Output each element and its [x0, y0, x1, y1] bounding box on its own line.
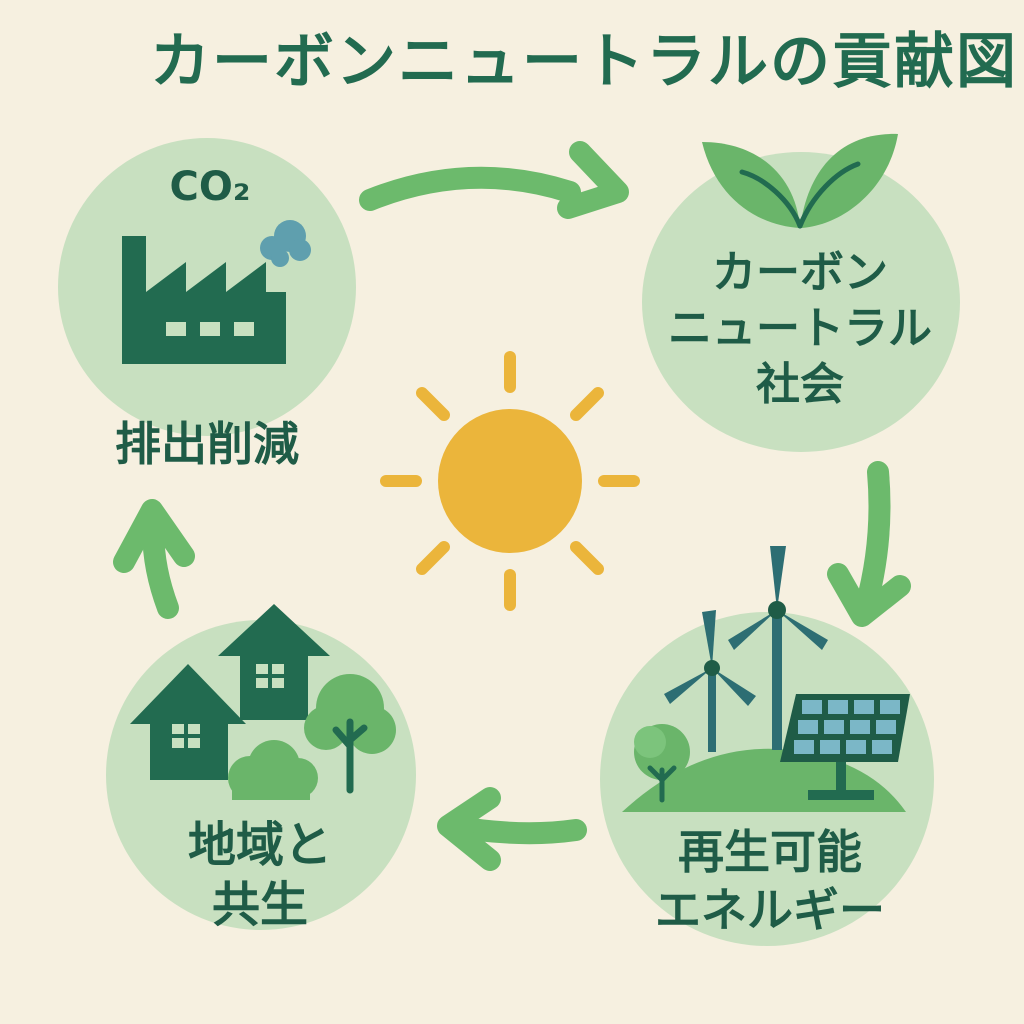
arrow-icon — [437, 787, 587, 871]
factory-icon — [122, 236, 286, 364]
society-label-line2: ニュートラル — [668, 303, 932, 354]
arrow-icon — [827, 461, 911, 627]
bush-icon — [228, 740, 318, 800]
wind-turbine-icon — [664, 610, 756, 752]
arrow-icon — [113, 499, 195, 619]
community-label-line1: 地域と — [187, 817, 332, 873]
solar-panel-icon — [780, 694, 910, 800]
emission-reduction-label: 排出削減 — [115, 417, 299, 471]
tree-icon — [634, 724, 690, 803]
wind-turbine-icon — [728, 546, 828, 750]
house-icon — [218, 604, 330, 720]
house-icon — [130, 664, 246, 780]
leaf-icon — [702, 133, 898, 229]
co2-label: CO₂ — [169, 164, 251, 210]
society-label-line3: 社会 — [756, 359, 844, 410]
smoke-icon — [260, 220, 311, 267]
renewable-label-line2: エネルギー — [655, 883, 885, 937]
tree-icon — [304, 674, 396, 794]
arrow-icon — [359, 141, 629, 219]
diagram-title: カーボンニュートラルの貢献図 — [150, 27, 1018, 97]
society-label-line1: カーボン — [712, 247, 888, 298]
renewable-label-line1: 再生可能 — [678, 825, 862, 879]
community-label-line2: 共生 — [211, 877, 308, 933]
carbon-neutral-society-circle — [642, 152, 960, 452]
sun-icon — [380, 351, 640, 611]
